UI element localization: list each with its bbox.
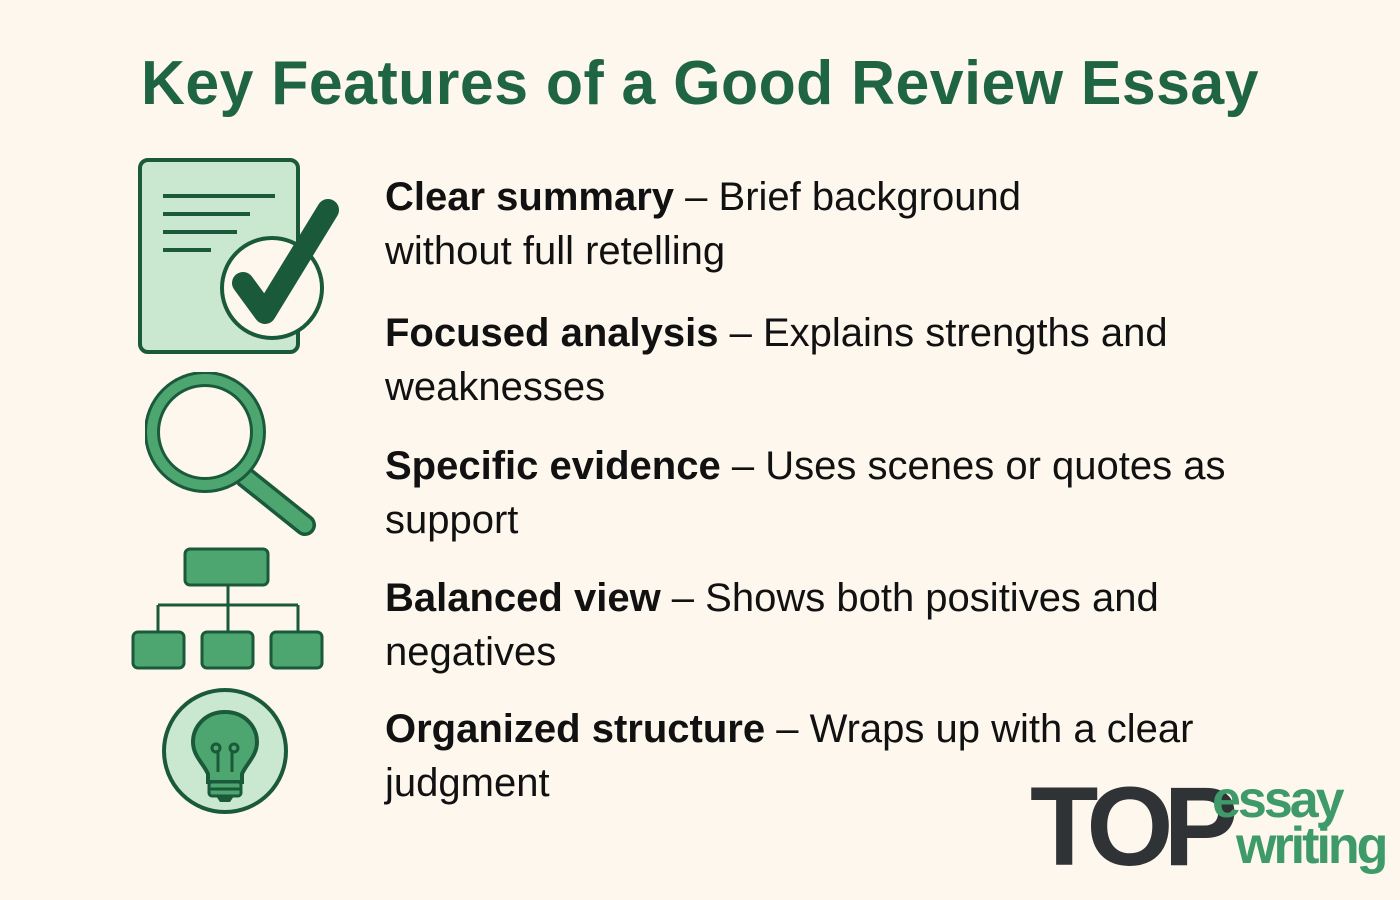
feature-term: Specific evidence [385, 444, 721, 488]
feature-term: Balanced view [385, 576, 661, 620]
logo-writing-text: writing [1236, 817, 1388, 875]
feature-description-continued: negatives [385, 630, 557, 674]
feature-focused-analysis: Focused analysis – Explains strengths an… [385, 306, 1285, 414]
feature-description-continued: weaknesses [385, 365, 606, 409]
feature-description-continued: support [385, 498, 519, 542]
feature-balanced-view: Balanced view – Shows both positives and… [385, 571, 1285, 679]
lightbulb-icon [162, 688, 288, 814]
feature-description: Brief background [718, 175, 1021, 219]
feature-specific-evidence: Specific evidence – Uses scenes or quote… [385, 439, 1285, 547]
magnifying-glass-icon [145, 372, 316, 536]
feature-description-continued: judgment [385, 761, 550, 805]
feature-separator: – [718, 311, 763, 355]
hierarchy-icon [131, 547, 324, 670]
feature-separator: – [674, 175, 719, 219]
feature-description-continued: without full retelling [385, 229, 726, 273]
feature-description: Shows both positives and [705, 576, 1159, 620]
document-check-icon [138, 158, 339, 354]
feature-term: Organized structure [385, 707, 766, 751]
feature-separator: – [660, 576, 706, 620]
page-title: Key Features of a Good Review Essay [140, 49, 1259, 118]
feature-description: Explains strengths and [762, 311, 1168, 355]
logo-top-text: TOP [1030, 764, 1238, 889]
feature-clear-summary: Clear summary – Brief background without… [385, 170, 1285, 278]
feature-separator: – [765, 707, 810, 751]
top-essay-writing-logo: TOP essay writing [1030, 764, 1388, 889]
feature-organized-structure: Organized structure – Wraps up with a cl… [385, 702, 1285, 810]
feature-description: Uses scenes or quotes as [765, 444, 1226, 488]
feature-description: Wraps up with a clear [809, 707, 1194, 751]
feature-separator: – [720, 444, 766, 488]
feature-term: Focused analysis [385, 311, 719, 355]
logo-essay-text: essay [1212, 771, 1345, 829]
feature-term: Clear summary [385, 175, 675, 219]
